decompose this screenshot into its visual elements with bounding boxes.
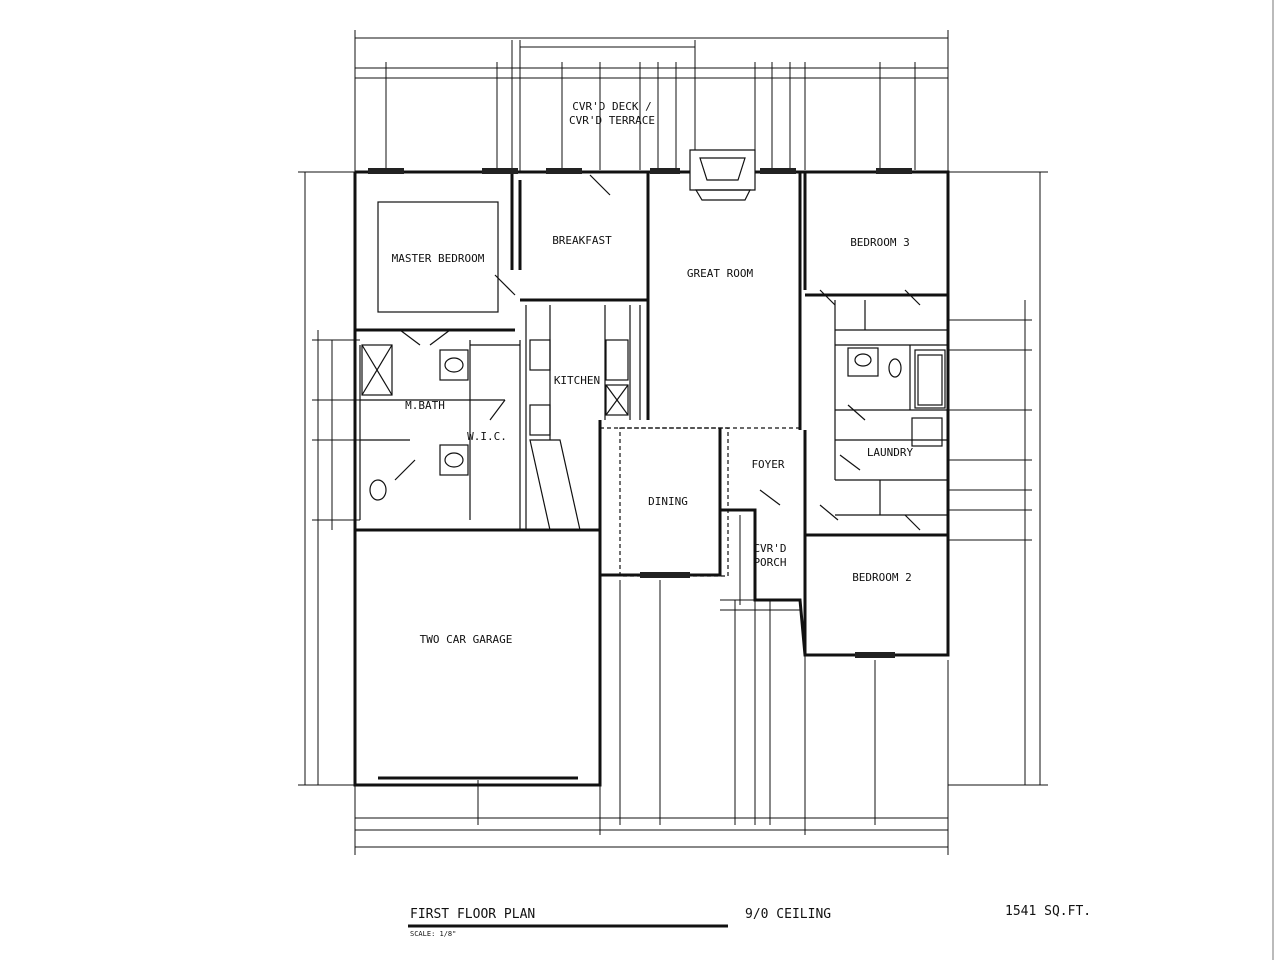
breakfast-label: BREAKFAST — [552, 234, 612, 247]
plan-scale: SCALE: 1/8" — [410, 930, 456, 938]
bottom-dimension-lines — [354, 580, 949, 855]
square-footage: 1541 SQ.FT. — [1005, 904, 1091, 919]
fireplace — [689, 149, 756, 201]
porch-outline — [720, 515, 800, 611]
side-dimension-lines — [298, 171, 1048, 786]
porch-label-2: PORCH — [753, 556, 786, 569]
top-dimension-lines — [354, 30, 949, 172]
kitchen-label: KITCHEN — [554, 374, 600, 387]
dining-label: DINING — [648, 495, 688, 508]
door-swings — [394, 174, 921, 531]
master-bath-label: M.BATH — [405, 399, 445, 412]
walk-in-closet-label: W.I.C. — [467, 430, 507, 443]
kitchen-fixtures — [529, 339, 629, 531]
tray-ceiling-outline — [377, 201, 499, 313]
ceiling-height: 9/0 CEILING — [745, 907, 831, 922]
foyer-label: FOYER — [751, 458, 784, 471]
bedroom-2-label: BEDROOM 2 — [852, 571, 912, 584]
bedroom-3-label: BEDROOM 3 — [850, 236, 910, 249]
laundry-label: LAUNDRY — [867, 446, 914, 459]
bath-fixtures — [361, 344, 946, 501]
garage-label: TWO CAR GARAGE — [420, 633, 513, 646]
interior-walls — [355, 172, 948, 655]
covered-deck-label-1: CVR'D DECK / — [572, 100, 651, 113]
window-marks — [368, 168, 912, 780]
covered-deck-label-2: CVR'D TERRACE — [569, 114, 655, 127]
great-room-label: GREAT ROOM — [687, 267, 754, 280]
porch-label-1: CVR'D — [753, 542, 786, 555]
plan-title: FIRST FLOOR PLAN — [410, 907, 535, 922]
master-bedroom-label: MASTER BEDROOM — [392, 252, 485, 265]
